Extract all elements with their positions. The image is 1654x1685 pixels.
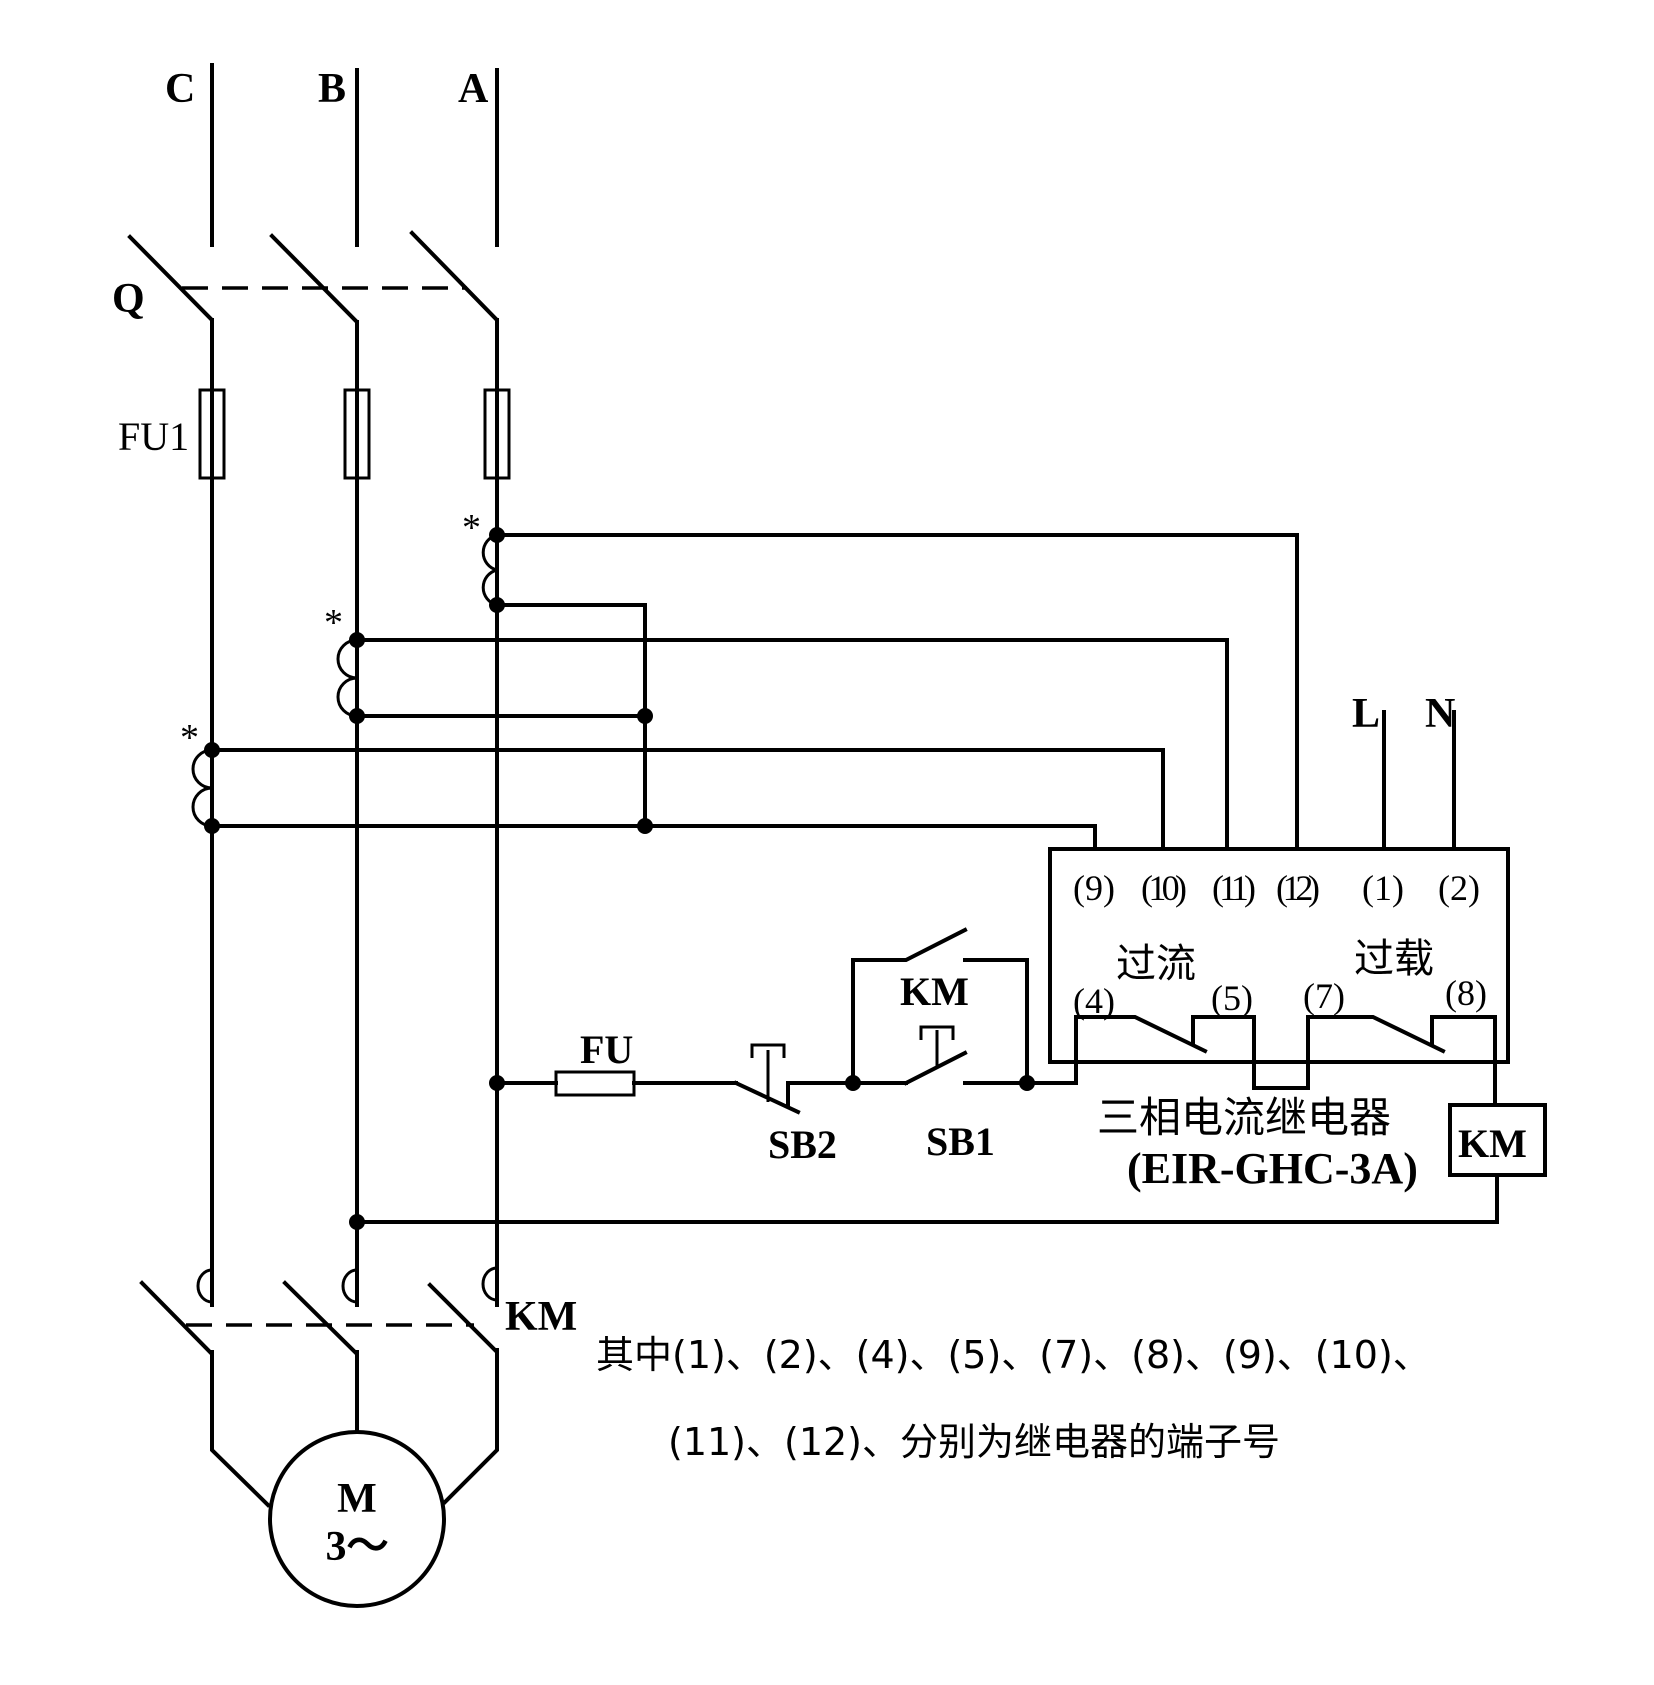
ct-secondary-wiring (210, 533, 1299, 851)
supply-l-label: L (1352, 691, 1380, 737)
km-aux-contact (851, 927, 968, 1085)
terminal-9-label: (9) (1073, 868, 1115, 908)
terminal-12-label: (12) (1276, 868, 1320, 908)
overcurrent-contact (1074, 1015, 1497, 1107)
phase-c-label: C (165, 66, 195, 112)
stop-button-label: SB2 (768, 1122, 837, 1167)
terminal-10-label: (10) (1141, 868, 1187, 908)
ct-a-polarity-marker: * (462, 507, 481, 549)
phase-b-label: B (318, 66, 346, 112)
junction-dot (637, 708, 653, 724)
current-transformer-b: * (324, 602, 365, 724)
junction-dot (637, 818, 653, 834)
relay-contact-terminals: (4) (5) (7) (8) (1073, 973, 1487, 1021)
relay-name: 三相电流继电器 (1097, 1093, 1391, 1142)
control-fuse-fu (554, 1070, 636, 1097)
phase-a-label: A (458, 66, 489, 112)
relay-model: (EIR-GHC-3A) (1127, 1144, 1418, 1193)
ct-b-polarity-marker: * (324, 602, 343, 644)
terminal-4-label: (4) (1073, 981, 1115, 1021)
control-circuit (489, 927, 1078, 1115)
supply-n-label: N (1425, 691, 1455, 737)
terminal-11-label: (11) (1212, 868, 1256, 908)
switch-q-label: Q (112, 276, 145, 322)
start-button-label: SB1 (926, 1119, 995, 1164)
terminal-7-label: (7) (1303, 976, 1345, 1016)
terminal-1-label: (1) (1362, 868, 1404, 908)
note-line-1: 其中(1)、(2)、(4)、(5)、(7)、(8)、(9)、(10)、 (596, 1333, 1431, 1377)
junction-dot (349, 1214, 365, 1230)
motor-label: M (337, 1476, 377, 1522)
overload-label: 过载 (1354, 936, 1434, 982)
contactor-km-label: KM (505, 1294, 577, 1340)
return-wire (349, 1173, 1499, 1230)
note-line-2: (11)、(12)、分别为继电器的端子号 (668, 1420, 1280, 1464)
supply-lines (1382, 710, 1456, 851)
main-contactor-km (139, 1266, 499, 1508)
isolator-switch-q (127, 230, 499, 392)
current-relay-box (1048, 847, 1510, 1064)
terminal-5-label: (5) (1211, 978, 1253, 1018)
terminal-8-label: (8) (1445, 973, 1487, 1013)
km-coil-label: KM (1458, 1121, 1527, 1166)
aux-contact-label: KM (900, 969, 969, 1014)
ct-c-polarity-marker: * (180, 717, 199, 759)
incoming-phase-lines (210, 63, 499, 247)
terminal-2-label: (2) (1438, 868, 1480, 908)
motor-m (268, 1430, 446, 1608)
overcurrent-label: 过流 (1116, 941, 1196, 987)
motor-phase-label: 3～ (325, 1524, 388, 1570)
relay-top-terminals: (9) (10) (11) (12) (1) (2) (1073, 868, 1480, 908)
control-fuse-label: FU (580, 1027, 633, 1072)
fuse-fu1-label: FU1 (118, 414, 189, 459)
